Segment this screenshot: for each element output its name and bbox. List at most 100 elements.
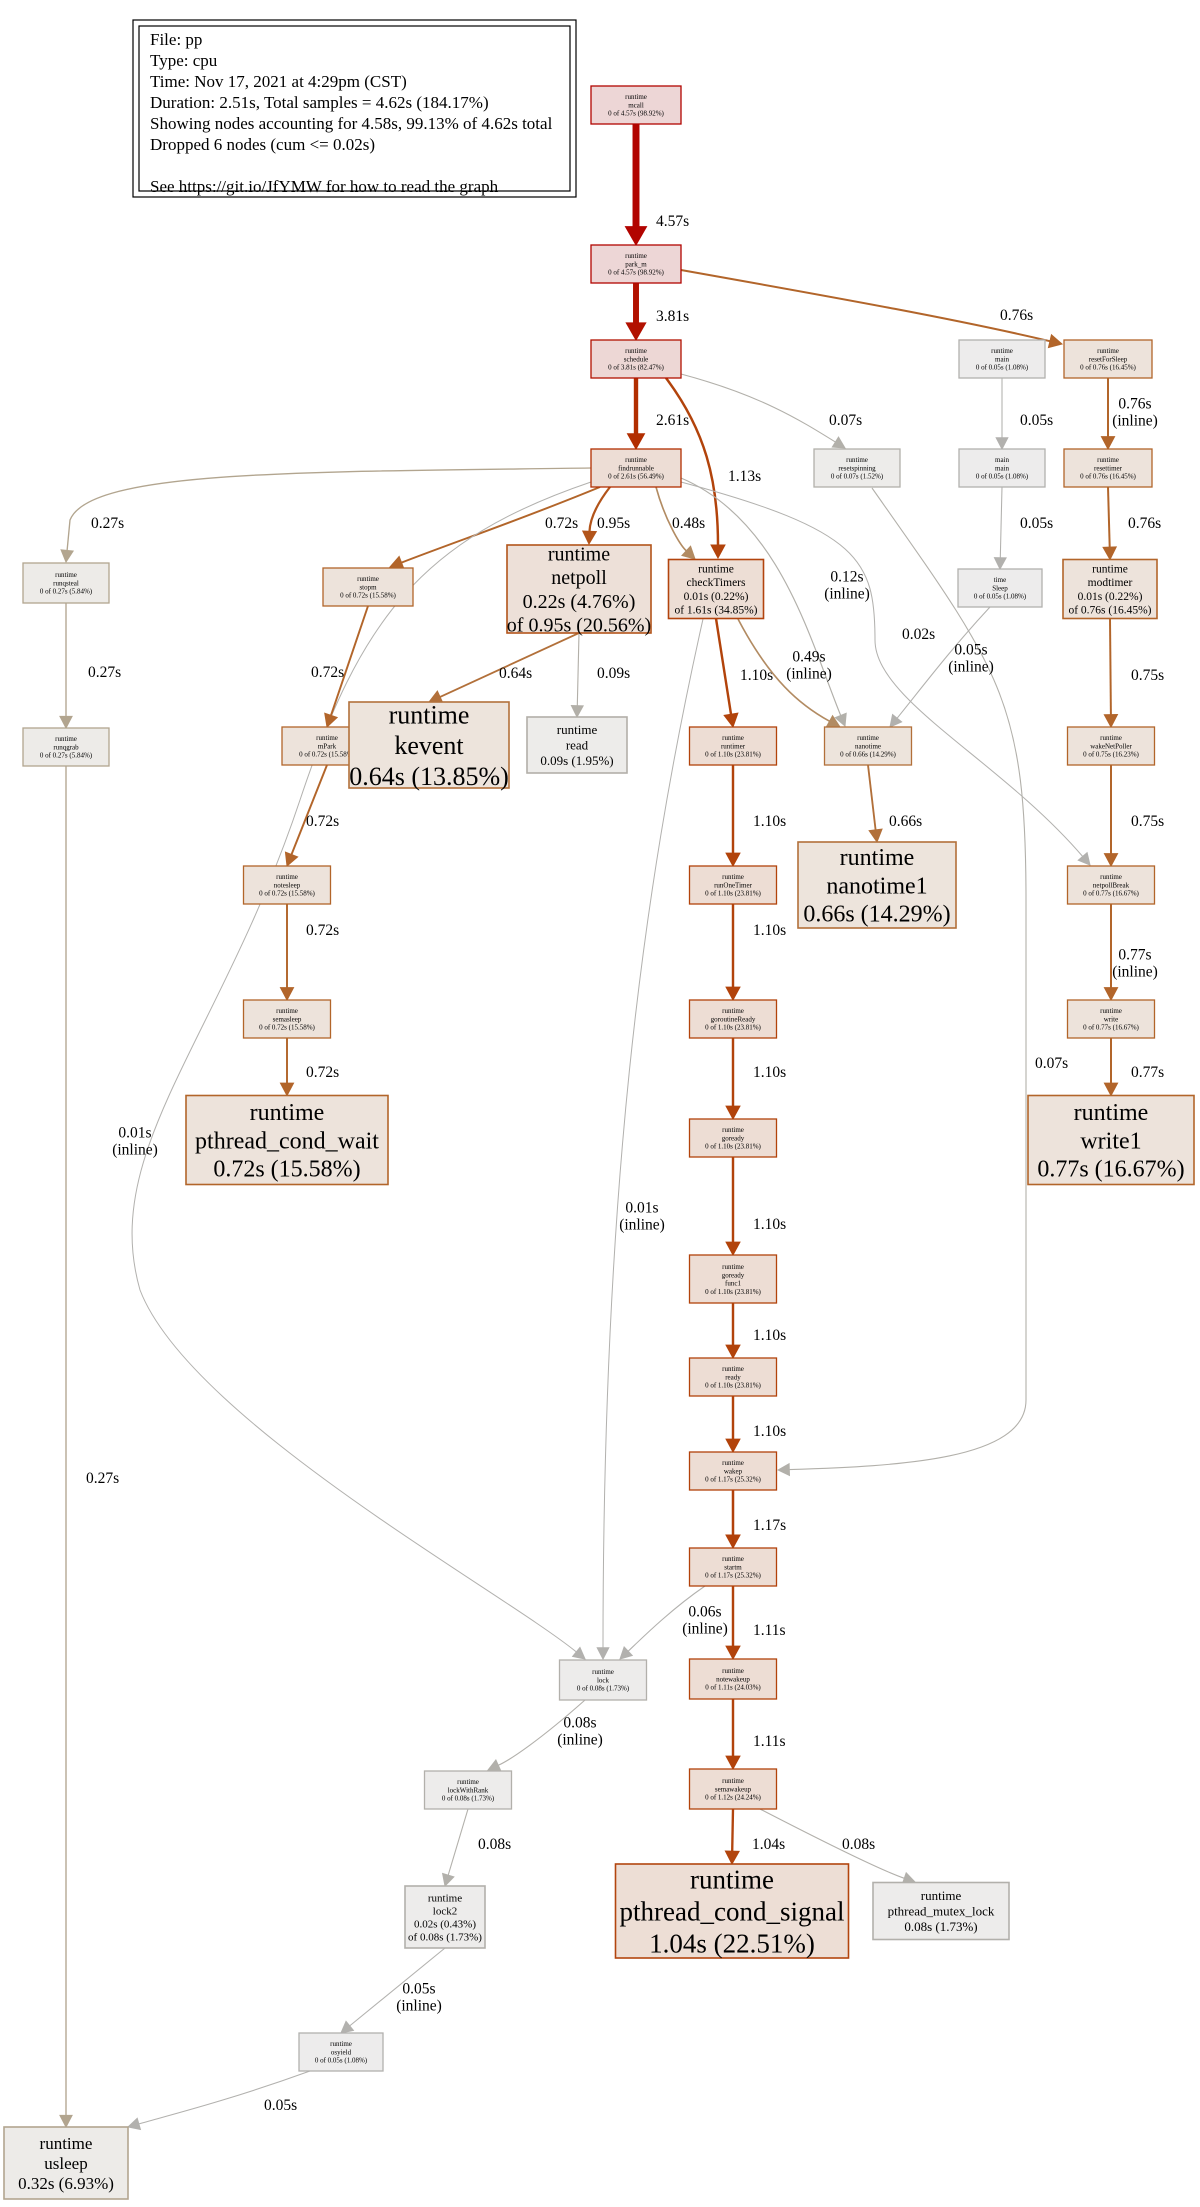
edge-park_m-to-resetForSleep[interactable]: 0.76s: [680, 269, 1064, 349]
edge-netpoll-to-kevent[interactable]: 0.64s: [428, 632, 580, 704]
edge-nanotime-to-nanotime1[interactable]: 0.66s: [867, 764, 922, 844]
edge-goready-to-goready_func1[interactable]: 1.10s: [725, 1157, 786, 1257]
edge-wakeNetPoller-to-netpollBreak[interactable]: 0.75s: [1103, 765, 1164, 868]
edge-runqgrab-to-usleep[interactable]: 0.27s: [59, 766, 119, 2129]
edge-Sleep-to-nanotime[interactable]: 0.05s(inline): [889, 606, 994, 728]
edge-wakep-to-startm[interactable]: 1.17s: [725, 1490, 786, 1550]
edge-line: [439, 632, 580, 698]
edge-resetspinning-to-wakep[interactable]: 0.07s: [776, 487, 1068, 1477]
edge-runOneTimer-to-goroutineReady[interactable]: 1.10s: [725, 904, 786, 1002]
edge-findrunnable-to-runqsteal[interactable]: 0.27s: [60, 467, 592, 564]
edge-findrunnable-to-netpollBreak[interactable]: 0.02s: [680, 481, 1091, 866]
edge-lock-to-lockWithRank[interactable]: 0.08s(inline): [487, 1699, 603, 1772]
arrowhead-icon: [324, 712, 339, 729]
edge-modtimer-to-wakeNetPoller[interactable]: 0.75s: [1103, 618, 1164, 729]
edge-ready-to-wakep[interactable]: 1.10s: [725, 1396, 786, 1454]
edge-main_main-to-Sleep[interactable]: 0.05s: [993, 486, 1053, 571]
edge-netpoll-to-read[interactable]: 0.09s: [570, 632, 630, 719]
edge-lock2-to-osyield[interactable]: 0.05s(inline): [340, 1947, 446, 2034]
arrowhead-icon: [284, 851, 299, 867]
edge-checkTimers-to-runtimer[interactable]: 1.10s: [714, 618, 773, 729]
edge-runqsteal-to-runqgrab[interactable]: 0.27s: [59, 603, 121, 730]
edge-netpollBreak-to-write[interactable]: 0.77s(inline): [1103, 904, 1158, 1002]
edge-resetForSleep-to-resettimer[interactable]: 0.76s(inline): [1100, 378, 1158, 451]
edge-checkTimers-to-nanotime[interactable]: 0.49s(inline): [737, 618, 841, 728]
edge-findrunnable-to-nanotime[interactable]: 0.12s(inline): [680, 477, 870, 728]
edge-semawakeup-to-pthread_mutex_lock[interactable]: 0.08s: [759, 1808, 917, 1885]
arrowhead-icon: [279, 987, 295, 1002]
edge-stopm-to-mPark[interactable]: 0.72s: [311, 605, 369, 729]
edge-startm-to-lock[interactable]: 0.06s(inline): [619, 1585, 728, 1660]
edge-write-to-write1[interactable]: 0.77s: [1103, 1038, 1164, 1097]
edge-semasleep-to-pthread_cond_wait[interactable]: 0.72s: [279, 1038, 339, 1097]
node-function: osyield: [331, 2048, 352, 2056]
edge-goready_func1-to-ready[interactable]: 1.10s: [725, 1303, 786, 1360]
edge-findrunnable-to-netpoll[interactable]: 0.95s: [581, 486, 630, 546]
edge-park_m-to-schedule[interactable]: 3.81s: [625, 283, 689, 342]
edge-schedule-to-resetspinning[interactable]: 0.07s: [680, 373, 862, 449]
edge-mcall-to-park_m[interactable]: 4.57s: [624, 124, 689, 247]
edge-goroutineReady-to-goready[interactable]: 1.10s: [725, 1038, 786, 1121]
edge-runtimer-to-runOneTimer[interactable]: 1.10s: [725, 765, 786, 868]
edge-semawakeup-to-pthread_cond_signal[interactable]: 1.04s: [724, 1808, 785, 1866]
edge-main-to-main_main[interactable]: 0.05s: [995, 378, 1053, 451]
edge-osyield-to-usleep[interactable]: 0.05s: [126, 2070, 311, 2131]
edge-findrunnable-to-checkTimers[interactable]: 0.48s: [655, 486, 705, 560]
edge-resettimer-to-modtimer[interactable]: 0.76s: [1102, 486, 1161, 561]
edge-findrunnable-to-lock[interactable]: 0.01s(inline): [112, 481, 592, 1660]
edge-checkTimers-to-lock[interactable]: 0.01s(inline): [596, 618, 704, 1661]
edge-startm-to-notewakeup[interactable]: 1.11s: [725, 1586, 786, 1661]
edge-notesleep-to-semasleep[interactable]: 0.72s: [279, 904, 339, 1002]
edge-schedule-to-checkTimers[interactable]: 1.13s: [665, 377, 761, 560]
edge-mPark-to-notesleep[interactable]: 0.72s: [284, 764, 339, 867]
node-stat: of 1.61s (34.85%): [674, 604, 757, 616]
edge-lockWithRank-to-lock2[interactable]: 0.08s: [441, 1808, 512, 1888]
edge-notewakeup-to-semawakeup[interactable]: 1.11s: [725, 1699, 786, 1771]
edge-schedule-to-findrunnable[interactable]: 2.61s: [626, 378, 689, 451]
